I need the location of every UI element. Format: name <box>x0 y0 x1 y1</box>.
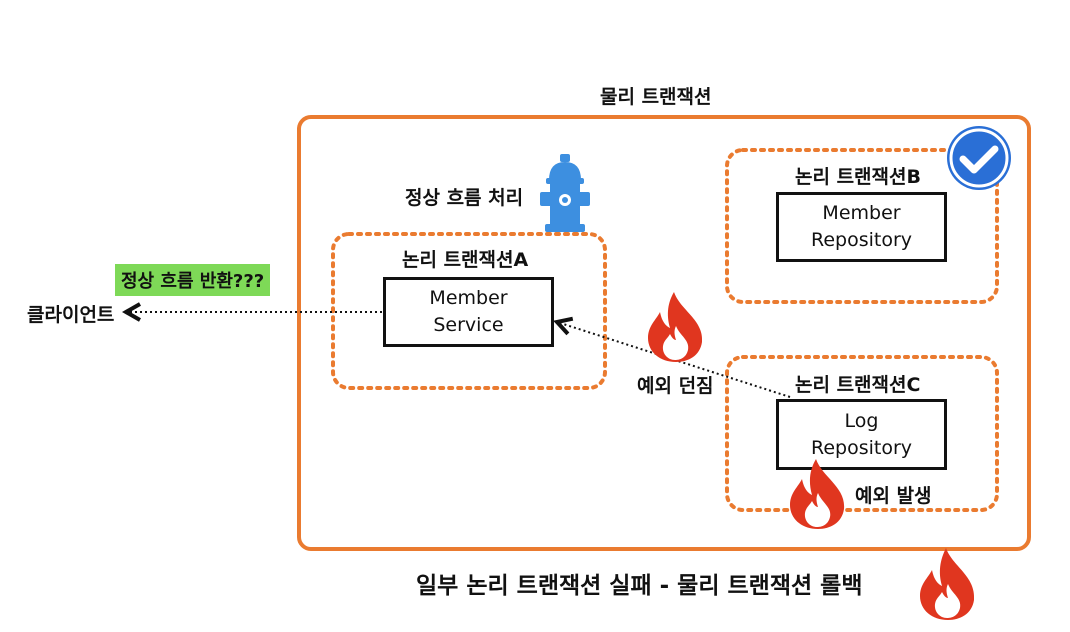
logical-transaction-a-title: 논리 트랜잭션A <box>402 249 529 271</box>
normal-return-note: 정상 흐름 반환??? <box>115 264 271 296</box>
physical-transaction-title: 물리 트랜잭션 <box>600 86 712 108</box>
client-label: 클라이언트 <box>27 304 115 326</box>
logical-transaction-a-box <box>331 232 607 390</box>
fire-hydrant-icon <box>540 154 590 232</box>
check-icon <box>947 126 1011 190</box>
exception-thrown-label: 예외 던짐 <box>637 375 714 397</box>
exception-arrow <box>557 322 791 398</box>
logical-transaction-b-title: 논리 트랜잭션B <box>795 166 921 188</box>
physical-transaction-box <box>297 115 1031 551</box>
fire-icon <box>648 292 703 362</box>
fire-icon <box>920 548 975 620</box>
logical-transaction-c-title: 논리 트랜잭션C <box>795 374 921 396</box>
exception-occurred-label: 예외 발생 <box>855 485 932 507</box>
rollback-caption: 일부 논리 트랜잭션 실패 - 물리 트랜잭션 롤백 <box>416 573 863 599</box>
logical-transaction-c-box <box>725 355 999 512</box>
logical-transaction-b-box <box>725 148 999 304</box>
fire-icon <box>790 459 845 529</box>
normal-flow-note: 정상 흐름 처리 <box>405 187 524 209</box>
